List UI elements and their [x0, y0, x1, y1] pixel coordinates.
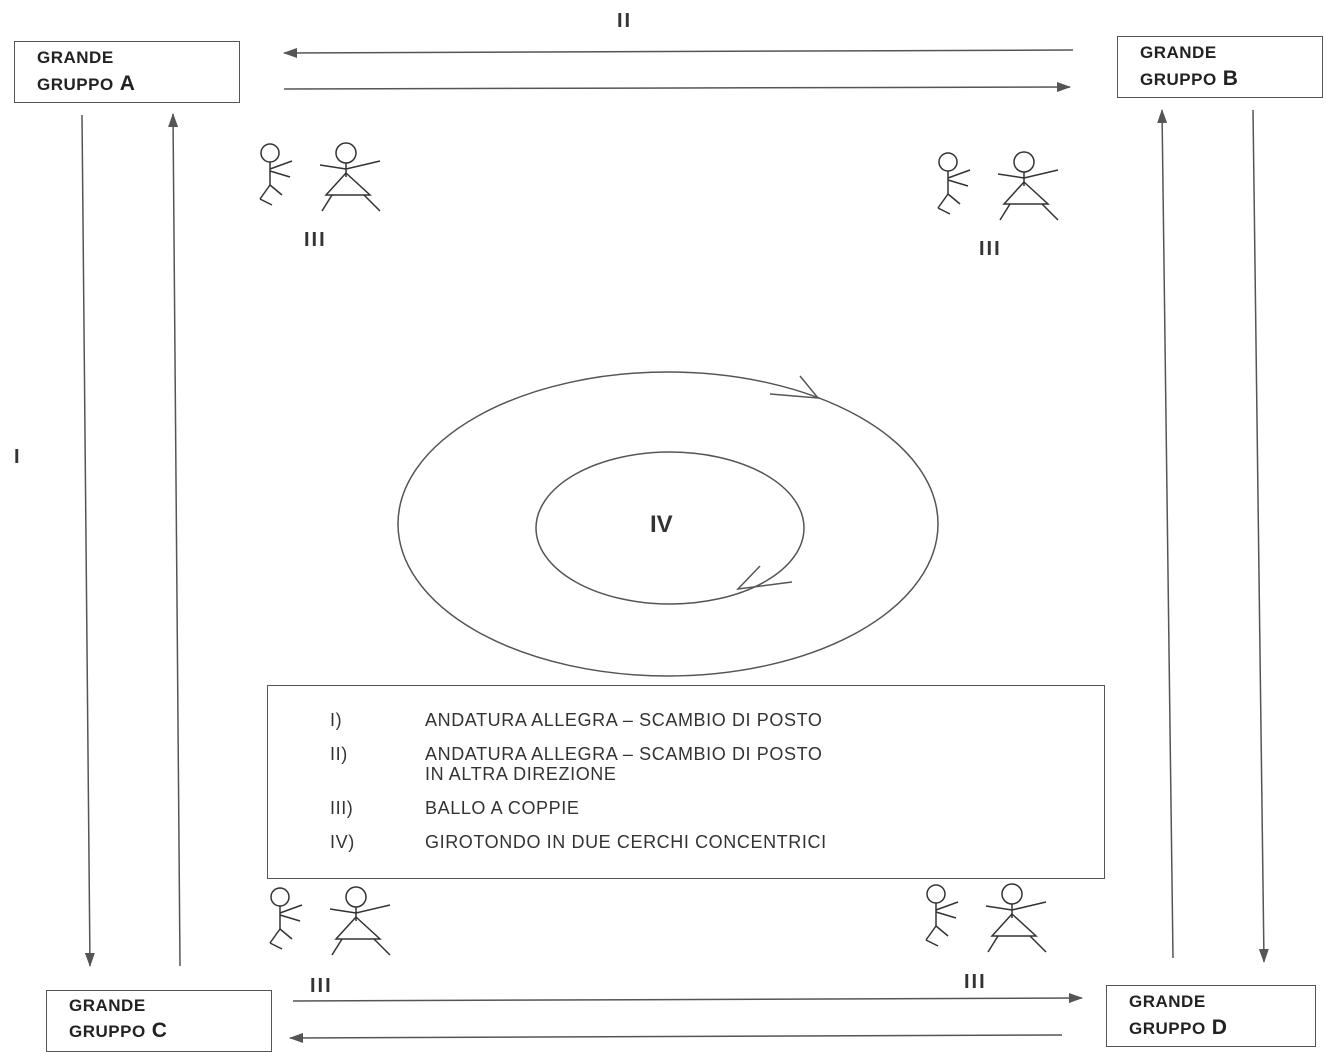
group-b-letter: B: [1222, 67, 1239, 90]
couple-bottom-right-figure: [925, 883, 1047, 953]
legend-text-3: BALLO A COPPIE: [425, 798, 580, 818]
arrow-d-to-c: [289, 1032, 1063, 1043]
group-a-line1: GRANDE: [37, 48, 114, 67]
arrow-c-to-d: [292, 993, 1083, 1004]
label-couple-top-left: III: [304, 229, 327, 251]
legend-text-4: GIROTONDO IN DUE CERCHI CONCENTRICI: [425, 832, 827, 852]
group-c-box: GRANDE GRUPPO C: [46, 990, 272, 1052]
group-c-line1: GRANDE: [69, 996, 146, 1015]
group-b-box: GRANDE GRUPPO B: [1117, 36, 1323, 98]
group-a-box: GRANDE GRUPPO A: [14, 41, 240, 103]
inner-circle: [535, 451, 805, 605]
group-d-box: GRANDE GRUPPO D: [1106, 985, 1316, 1047]
legend-key-2: II): [330, 744, 348, 764]
group-b-line2: GRUPPO B: [1140, 67, 1238, 91]
arrow-a-to-c: [81, 114, 95, 967]
legend-key-4: IV): [330, 832, 355, 852]
group-a-line2: GRUPPO A: [37, 72, 135, 96]
group-a-word: GRUPPO: [37, 75, 114, 94]
arrow-c-to-a: [168, 113, 181, 967]
group-d-letter: D: [1211, 1016, 1228, 1039]
label-couple-bottom-right: III: [964, 971, 987, 993]
group-d-word: GRUPPO: [1129, 1019, 1206, 1038]
label-couple-top-right: III: [979, 238, 1002, 260]
group-c-line2: GRUPPO C: [69, 1019, 167, 1043]
label-left-arrows: I: [14, 446, 22, 468]
group-b-line1: GRANDE: [1140, 43, 1217, 62]
label-top-arrows: II: [617, 10, 633, 32]
arrow-b-to-a: [283, 47, 1074, 58]
legend-key-1: I): [330, 710, 343, 730]
couple-top-left-figure: [259, 142, 381, 212]
couple-bottom-left-figure: [269, 886, 391, 956]
outer-circle: [397, 371, 939, 677]
legend-text-2-line1: ANDATURA ALLEGRA – SCAMBIO DI POSTO: [425, 744, 823, 764]
group-d-line2: GRUPPO D: [1129, 1016, 1227, 1040]
outer-circle-direction-mark: [769, 375, 820, 399]
inner-circle-direction-mark: [735, 565, 793, 591]
couple-top-right-figure: [937, 151, 1059, 221]
group-b-word: GRUPPO: [1140, 70, 1217, 89]
legend-box: I) ANDATURA ALLEGRA – SCAMBIO DI POSTO I…: [267, 685, 1105, 879]
legend-key-3: III): [330, 798, 354, 818]
legend-text-2: ANDATURA ALLEGRA – SCAMBIO DI POSTO IN A…: [425, 744, 822, 784]
group-a-letter: A: [119, 72, 136, 95]
arrow-b-to-d: [1252, 109, 1269, 963]
legend-text-1: ANDATURA ALLEGRA – SCAMBIO DI POSTO: [425, 710, 823, 730]
legend-text-2-line2: IN ALTRA DIREZIONE: [425, 764, 617, 784]
arrow-d-to-b: [1157, 109, 1174, 959]
label-couple-bottom-left: III: [310, 975, 333, 997]
arrow-a-to-b: [283, 82, 1071, 93]
group-c-letter: C: [151, 1019, 168, 1042]
label-circles: IV: [650, 511, 673, 538]
group-c-word: GRUPPO: [69, 1022, 146, 1041]
group-d-line1: GRANDE: [1129, 992, 1206, 1011]
